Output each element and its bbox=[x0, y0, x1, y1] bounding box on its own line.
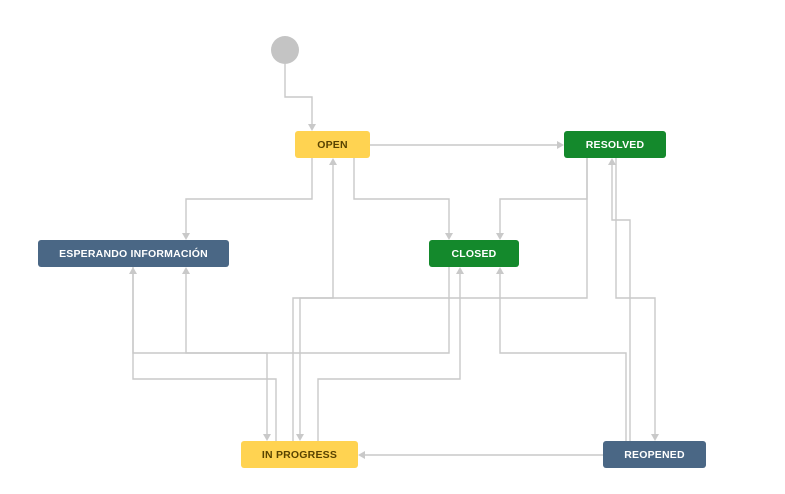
arrowhead bbox=[445, 233, 453, 240]
transition-edges bbox=[129, 64, 659, 459]
start-node bbox=[271, 36, 299, 64]
arrowhead bbox=[608, 158, 616, 165]
transition-closed-to-esperando bbox=[185, 267, 450, 354]
arrowhead bbox=[182, 233, 190, 240]
status-closed[interactable]: CLOSED bbox=[429, 240, 519, 267]
arrowhead bbox=[496, 267, 504, 274]
status-esperando-informacion[interactable]: ESPERANDO INFORMACIÓN bbox=[38, 240, 229, 267]
arrowhead bbox=[496, 233, 504, 240]
transition-resolved-to-closed bbox=[499, 158, 588, 234]
arrowhead bbox=[308, 124, 316, 131]
transition-resolved-to-inprogress bbox=[299, 158, 588, 435]
status-reopened[interactable]: REOPENED bbox=[603, 441, 706, 468]
transition-reopened-to-closed bbox=[499, 273, 627, 441]
transition-inprogress-to-closed bbox=[317, 273, 461, 441]
arrowhead bbox=[557, 141, 564, 149]
transition-esperando-to-inprogress bbox=[132, 267, 268, 435]
transition-open-to-closed bbox=[353, 158, 450, 234]
transition-reopened-to-resolved bbox=[611, 164, 631, 441]
arrowhead bbox=[358, 451, 365, 459]
arrowhead bbox=[456, 267, 464, 274]
arrowhead bbox=[651, 434, 659, 441]
transition-inprogress-to-open bbox=[292, 164, 334, 441]
status-open[interactable]: OPEN bbox=[295, 131, 370, 158]
status-resolved[interactable]: RESOLVED bbox=[564, 131, 666, 158]
transition-open-to-esperando bbox=[185, 158, 313, 234]
status-in-progress[interactable]: IN PROGRESS bbox=[241, 441, 358, 468]
transition-resolved-to-reopened bbox=[615, 158, 656, 435]
arrowhead bbox=[182, 267, 190, 274]
arrowhead bbox=[296, 434, 304, 441]
arrowhead bbox=[129, 267, 137, 274]
arrowhead bbox=[329, 158, 337, 165]
transition-start-to-open bbox=[284, 64, 313, 125]
arrowhead bbox=[263, 434, 271, 441]
transition-inprogress-to-esperando bbox=[132, 273, 277, 441]
